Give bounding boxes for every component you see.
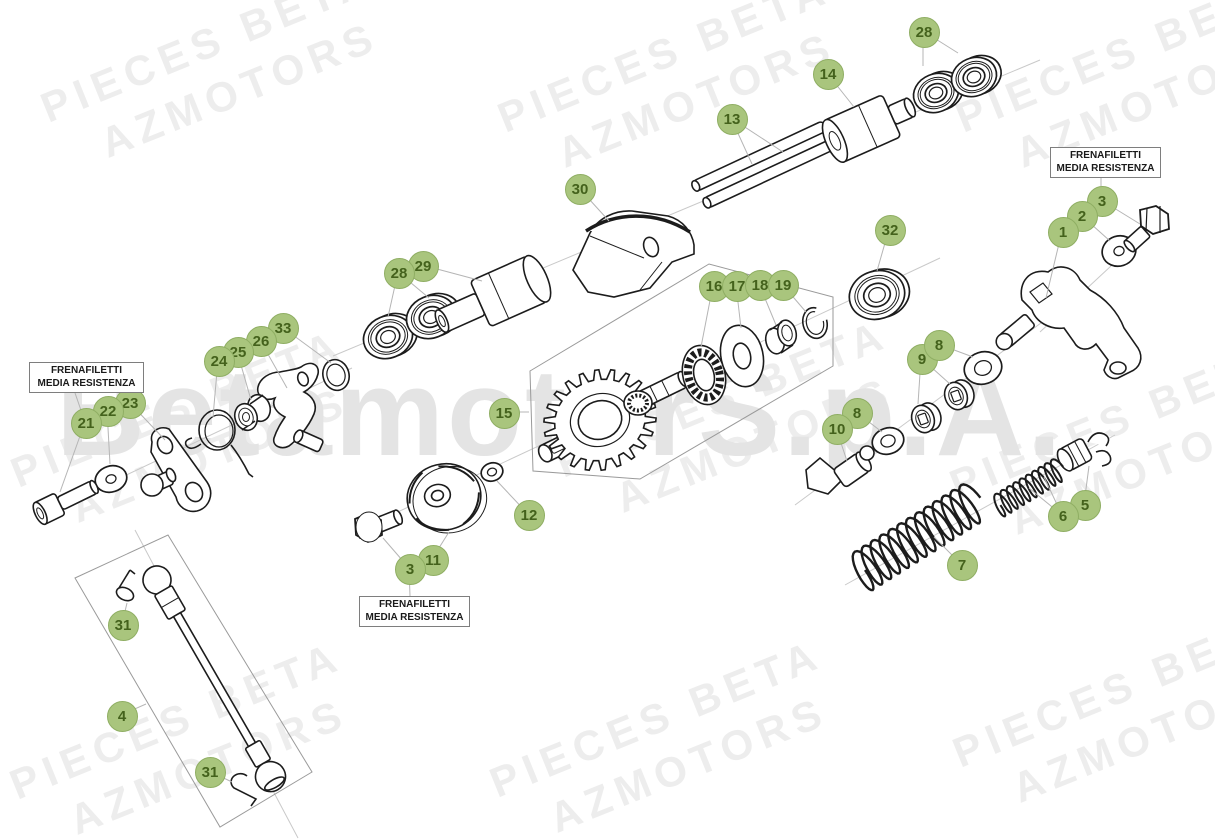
washers [94, 234, 1137, 494]
part-bracket-30 [572, 210, 695, 298]
part-gear-shaft-15 [537, 368, 689, 472]
part-ring-33 [322, 358, 350, 392]
part-spacer-29 [434, 254, 552, 334]
group-enclosures [74, 263, 834, 828]
part-detent-lever-10 [805, 445, 875, 495]
part-clip-31-bottom [230, 772, 258, 807]
part-bolt-3-bottom [354, 509, 404, 544]
ball-bearings [362, 54, 1002, 360]
part-spring-6 [993, 458, 1064, 518]
part-bolt-3-top [1123, 205, 1170, 253]
part-roller-25 [233, 393, 272, 432]
part-rod-4 [142, 565, 287, 793]
gear-group-border [529, 263, 834, 480]
part-spring-7 [851, 483, 982, 592]
part-needle-cage-16 [681, 344, 727, 406]
part-rollers-9 [910, 379, 975, 434]
part-rods-13 [691, 121, 839, 209]
part-bushing-14 [821, 95, 917, 163]
rod-group-border [74, 534, 313, 828]
part-washer-17 [719, 324, 765, 388]
part-clip-31-top [115, 569, 136, 602]
part-torsion-spring-24 [184, 409, 254, 478]
part-lever-ball-23 [140, 427, 212, 513]
part-impeller-11 [406, 462, 488, 534]
part-pawl-lever-26 [256, 362, 324, 453]
part-shift-fork-1 [995, 266, 1142, 380]
part-bolt-21 [32, 479, 99, 526]
part-collar-18 [764, 319, 798, 355]
part-snap-ring-19 [801, 306, 829, 340]
part-plug-5 [1056, 432, 1112, 472]
